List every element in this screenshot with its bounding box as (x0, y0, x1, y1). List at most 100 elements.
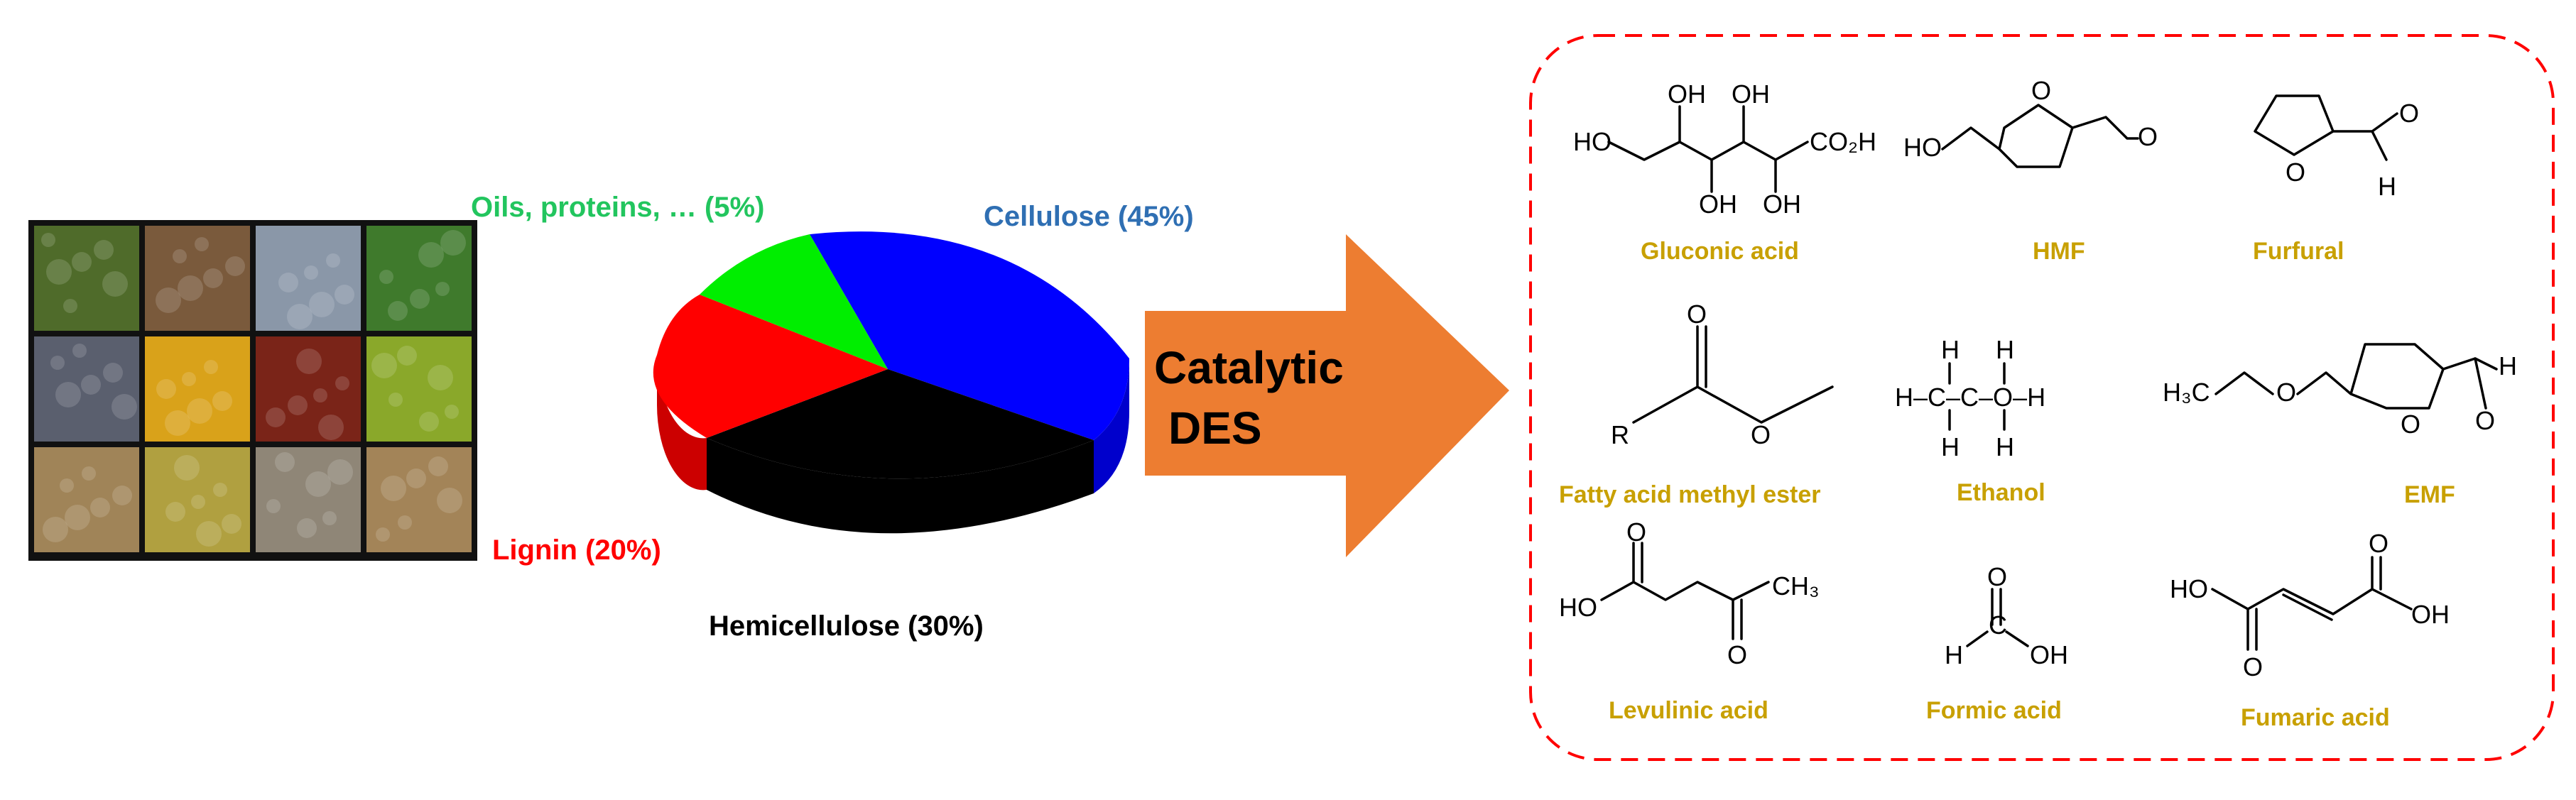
svg-text:CH₃: CH₃ (1772, 571, 1820, 601)
hemicellulose-label: Hemicellulose (30%) (709, 610, 984, 642)
svg-text:OH: OH (1763, 190, 1801, 219)
svg-text:O: O (1626, 517, 1646, 547)
svg-text:H–C–C–O–H: H–C–C–O–H (1895, 383, 2045, 412)
svg-text:HO: HO (1559, 593, 1597, 622)
biomass-tile-texture (103, 363, 123, 383)
ethanol-structure: H H H–C–C–O–H H H (1895, 335, 2045, 461)
svg-text:H: H (2499, 351, 2517, 380)
svg-text:O: O (2276, 378, 2296, 407)
biomass-tile-texture (50, 356, 65, 370)
biomass-tile (256, 336, 361, 442)
biomass-tile-texture (297, 518, 317, 538)
biomass-tile (366, 336, 472, 442)
fame-structure: R O O (1611, 300, 1834, 449)
biomass-tile-texture (288, 395, 308, 415)
svg-text:H₃C: H₃C (2163, 378, 2210, 407)
biomass-tile-texture (82, 466, 96, 481)
biomass-tile-texture (196, 521, 222, 547)
biomass-tile-texture (173, 249, 187, 263)
biomass-tile-texture (305, 471, 331, 497)
svg-text:O: O (2401, 410, 2420, 439)
svg-text:O: O (2138, 122, 2158, 151)
biomass-tile-texture (275, 452, 295, 472)
svg-text:O: O (1727, 640, 1747, 669)
biomass-tile-texture (296, 349, 322, 374)
biomass-tile-texture (379, 270, 393, 284)
biomass-tile-texture (418, 242, 444, 268)
product-label-gluconic: Gluconic acid (1641, 238, 1799, 265)
hmf-structure: HO O O (1903, 76, 2158, 168)
products-box (1529, 34, 2555, 761)
lignin-label: Lignin (20%) (492, 535, 661, 566)
pie-slice-hemicellulose (707, 369, 1094, 479)
pie-side-hemicellulose (707, 438, 1094, 534)
biomass-tile-texture (327, 459, 353, 485)
biomass-tile-texture (204, 360, 218, 374)
biomass-tile-texture (398, 515, 412, 530)
svg-text:O: O (2369, 529, 2388, 558)
product-label-hmf: HMF (2033, 238, 2085, 265)
biomass-tile-texture (440, 230, 466, 256)
biomass-tile-texture (90, 498, 110, 517)
svg-text:OH: OH (1668, 80, 1706, 109)
biomass-tile-texture (81, 375, 101, 395)
biomass-tile-texture (428, 456, 448, 476)
product-label-ethanol: Ethanol (1957, 479, 2045, 506)
gluconic-acid-structure: HO OH OH OH OH CO₂H (1573, 80, 1876, 219)
svg-text:H: H (1996, 335, 2014, 364)
svg-text:O: O (2031, 76, 2051, 105)
biomass-tile-texture (112, 486, 132, 505)
biomass-tile-texture (63, 299, 77, 313)
product-label-emf: EMF (2404, 481, 2455, 508)
biomass-tile (256, 226, 361, 331)
biomass-tile-texture (304, 265, 318, 280)
biomass-tile (145, 336, 250, 442)
svg-text:HO: HO (1903, 133, 1942, 162)
pie-side-cellulose (1094, 358, 1129, 493)
svg-text:O: O (1687, 300, 1707, 329)
biomass-tile-texture (195, 237, 209, 251)
biomass-tile-texture (191, 495, 205, 509)
pie-side-lignin (656, 355, 707, 491)
svg-text:O: O (1751, 420, 1771, 449)
biomass-image-grid (28, 220, 477, 561)
biomass-tile-texture (428, 365, 453, 390)
biomass-tile-texture (397, 346, 417, 366)
svg-text:C: C (1989, 610, 2007, 640)
formic-acid-structure: O C H OH (1945, 562, 2068, 669)
biomass-tile-texture (72, 344, 87, 358)
biomass-tile-texture (182, 372, 196, 386)
product-label-fumaric: Fumaric acid (2241, 704, 2390, 731)
biomass-tile-texture (156, 379, 176, 399)
svg-text:O: O (2399, 99, 2419, 128)
biomass-tile-texture (287, 304, 313, 329)
biomass-tile-texture (322, 511, 337, 525)
fumaric-acid-structure: HO O O OH (2170, 529, 2450, 681)
biomass-tile-texture (222, 514, 241, 534)
biomass-tile (256, 447, 361, 552)
biomass-tile-texture (313, 388, 327, 402)
biomass-tile-texture (266, 499, 281, 513)
biomass-tile-texture (72, 252, 92, 272)
biomass-tile-texture (46, 259, 72, 285)
arrow-label-line2: DES (1168, 402, 1262, 454)
biomass-tile-texture (165, 410, 190, 436)
biomass-tile-texture (112, 394, 137, 420)
biomass-tile-texture (213, 483, 227, 497)
biomass-tile-texture (419, 412, 439, 432)
biomass-tile-texture (266, 407, 286, 427)
pie-slice-cellulose (810, 231, 1129, 440)
biomass-tile-texture (65, 505, 90, 530)
biomass-tile-texture (410, 289, 430, 309)
svg-text:OH: OH (2030, 640, 2068, 669)
biomass-tile-texture (174, 455, 200, 481)
biomass-tile-texture (165, 502, 185, 522)
biomass-tile-texture (335, 376, 349, 390)
biomass-tile (366, 226, 472, 331)
biomass-tile-texture (203, 268, 223, 288)
biomass-tile (145, 447, 250, 552)
furfural-structure: O O H (2254, 94, 2419, 201)
svg-text:O: O (2475, 406, 2495, 435)
svg-text:H: H (1941, 432, 1960, 461)
